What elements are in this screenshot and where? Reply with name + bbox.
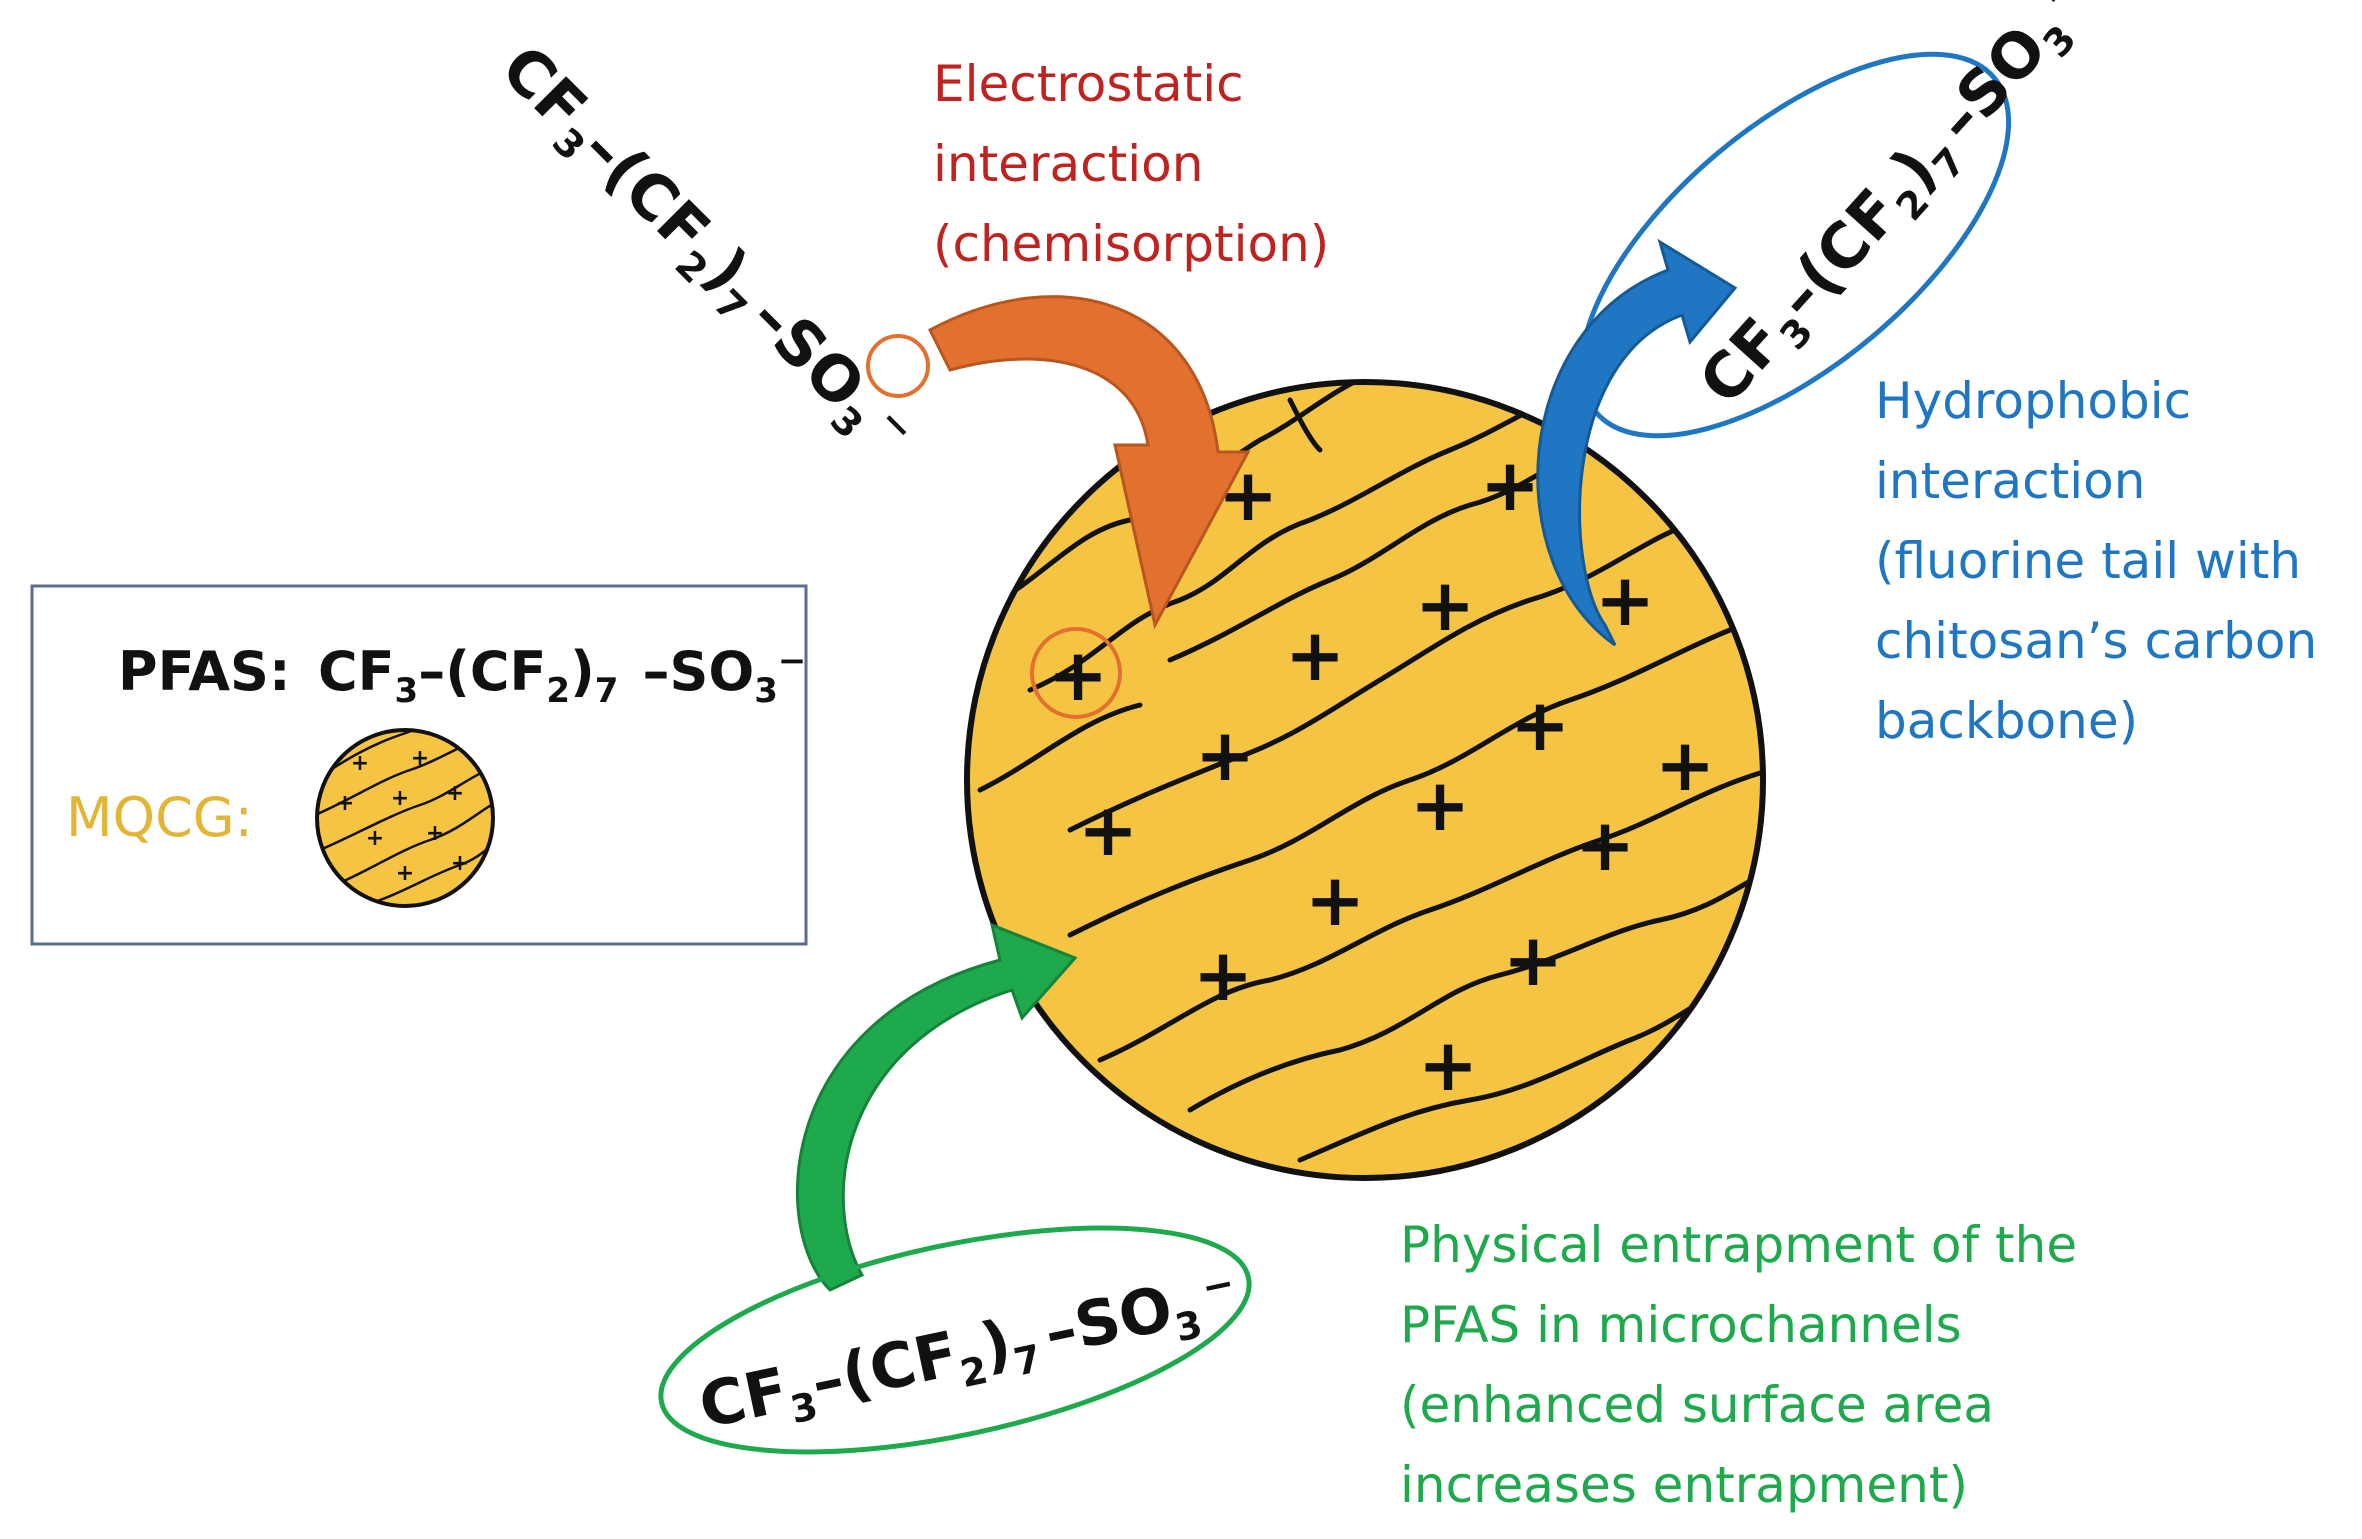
pfas-formula: CF3–(CF2)7–SO3−: [482, 31, 926, 475]
particle-body: [964, 379, 1766, 1181]
microchannel: [1287, 397, 1323, 453]
mqcg-particle: + + + + + + + + + + + + + + + +: [964, 379, 1766, 1181]
pfas-highlight-ellipse: [658, 1225, 1252, 1455]
plus-sign: +: [1415, 563, 1475, 647]
plus-sign: +: [1410, 763, 1470, 847]
plus-sign: +: [426, 821, 444, 846]
anion-highlight-circle: [866, 334, 930, 398]
cation-highlight-circle: [1030, 627, 1122, 719]
plus-sign: +: [1285, 613, 1345, 697]
pfas-molecule-electrostatic: CF3–(CF2)7–SO3−: [482, 31, 926, 475]
microchannels: [977, 382, 1763, 1163]
plus-sign: +: [1480, 443, 1540, 527]
hydrophobic-label-line: Hydrophobic: [1875, 372, 2191, 430]
plus-sign: +: [1503, 918, 1563, 1002]
entrapment-interaction: CF3–(CF2)7–SO3− Physical entrapment of t…: [658, 922, 2077, 1514]
electrostatic-arrow: [928, 295, 1251, 630]
hydrophobic-arrow: [1536, 238, 1738, 647]
hydrophobic-label-line: backbone): [1875, 692, 2138, 750]
plus-sign: +: [451, 851, 469, 876]
entrapment-arrow: [796, 922, 1078, 1292]
plus-sign: +: [1078, 788, 1138, 872]
electrostatic-label-line: (chemisorption): [933, 215, 1329, 273]
plus-sign: +: [1575, 803, 1635, 887]
legend-box: PFAS: CF3–(CF2)7–SO3− MQCG: + + + + + + …: [30, 584, 808, 946]
electrostatic-label-line: interaction: [933, 135, 1203, 193]
plus-sign: +: [1510, 683, 1570, 767]
legend-pfas-label: PFAS:: [118, 640, 291, 703]
plus-sign: +: [1418, 1023, 1478, 1107]
legend-mqcg-particle: + + + + + + + + +: [315, 728, 495, 908]
plus-sign: +: [446, 781, 464, 806]
hydrophobic-label-line: (fluorine tail with: [1875, 532, 2301, 590]
pfas-molecule-hydrophobic: CF3–(CF2)7–SO3−: [1685, 0, 2111, 423]
electrostatic-label: Electrostatic interaction (chemisorption…: [933, 55, 1329, 273]
hydrophobic-label-line: interaction: [1875, 452, 2145, 510]
microchannel: [977, 702, 1143, 793]
microchannel: [317, 730, 481, 782]
microchannel: [1097, 767, 1763, 1063]
microchannel: [1027, 382, 1603, 693]
plus-sign: +: [391, 786, 409, 811]
legend-particle-body: [315, 728, 495, 908]
entrapment-label-line: increases entrapment): [1400, 1456, 1968, 1514]
plus-sign: +: [396, 861, 414, 886]
pfas-formula: CF3–(CF2)7–SO3−: [693, 1257, 1245, 1450]
plus-sign: +: [351, 751, 369, 776]
plus-sign: +: [1655, 723, 1715, 807]
plus-sign: +: [411, 746, 429, 771]
microchannel: [334, 798, 493, 887]
microchannel: [1297, 982, 1733, 1163]
entrapment-label-line: PFAS in microchannels: [1400, 1296, 1962, 1354]
plus-sign: +: [366, 826, 384, 851]
hydrophobic-label-line: chitosan’s carbon: [1875, 612, 2317, 670]
plus-sign: +: [1048, 633, 1108, 717]
microchannel: [1187, 867, 1763, 1113]
pfas-molecule-entrapment: CF3–(CF2)7–SO3−: [693, 1257, 1245, 1450]
pfas-formula: CF3–(CF2)7–SO3−: [1685, 0, 2111, 423]
plus-sign: +: [1193, 933, 1253, 1017]
microchannel: [1067, 627, 1733, 938]
electrostatic-label-line: Electrostatic: [933, 55, 1244, 113]
legend-positive-charges: + + + + + + + + +: [336, 746, 469, 886]
hydrophobic-label: Hydrophobic interaction (fluorine tail w…: [1875, 372, 2317, 750]
microchannel: [319, 763, 493, 852]
entrapment-label: Physical entrapment of the PFAS in micro…: [1400, 1216, 2077, 1514]
legend-pfas-formula: CF3–(CF2)7–SO3−: [318, 640, 806, 711]
plus-sign: +: [1195, 713, 1255, 797]
legend-mqcg-label: MQCG:: [66, 786, 253, 849]
plus-sign: +: [1305, 858, 1365, 942]
entrapment-label-line: (enhanced surface area: [1400, 1376, 1994, 1434]
plus-sign: +: [336, 791, 354, 816]
entrapment-label-line: Physical entrapment of the: [1400, 1216, 2077, 1274]
